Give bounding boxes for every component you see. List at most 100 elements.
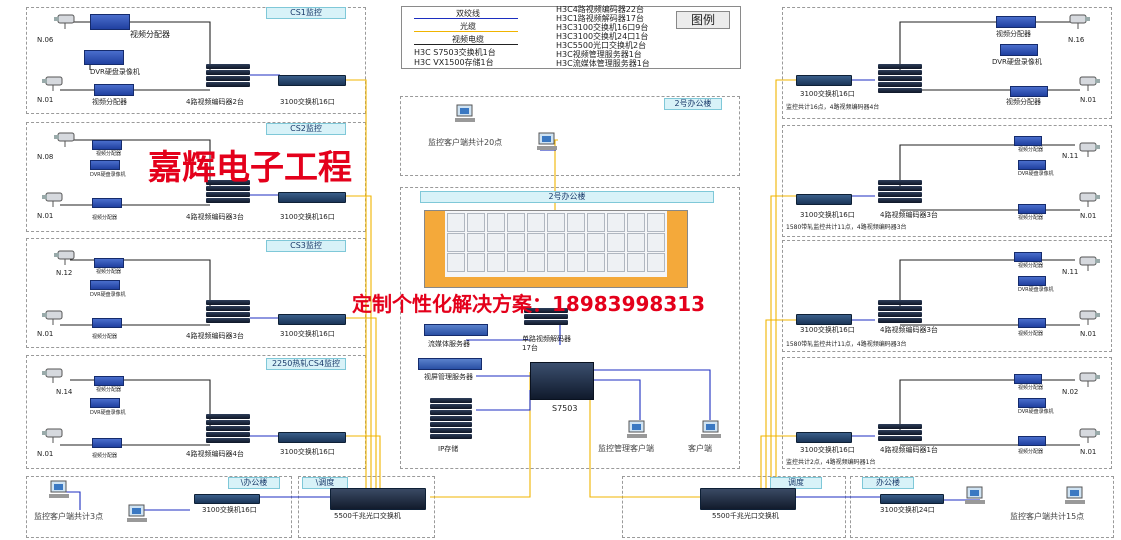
device-label: 3100交换机16口 — [280, 98, 335, 106]
zone-tag: \办公楼 — [228, 477, 280, 489]
zone-right-1 — [782, 7, 1112, 119]
device-label: 5500千兆光口交换机 — [712, 512, 779, 520]
device-label: 视频分配器 — [96, 387, 122, 393]
zone-right-3 — [782, 240, 1112, 352]
device-label: 3100交换机16口 — [800, 90, 855, 98]
device-label: 监控管理客户端 — [598, 444, 654, 453]
camera-number: N.01 — [37, 450, 54, 458]
device-label: 3100交换机16口 — [800, 326, 855, 334]
wall-screen — [467, 213, 485, 232]
device-label: 视频分配器 — [92, 453, 118, 459]
wall-bottom-strip — [445, 277, 667, 287]
legend-item: H3C3100交换机24口1台 — [556, 32, 649, 41]
device-label: 客户端 — [688, 444, 712, 453]
wall-screen — [587, 253, 605, 272]
camera-icon — [1079, 76, 1100, 91]
device-label: 视频分配器 — [130, 30, 170, 39]
camera-icon — [42, 368, 63, 383]
splitter-device — [1014, 136, 1042, 146]
device-label: 5500千兆光口交换机 — [334, 512, 401, 520]
device-label: 4路视频编码器3台 — [880, 211, 938, 219]
wall-screen — [607, 213, 625, 232]
zone-right-4 — [782, 357, 1112, 469]
computer-icon — [1065, 486, 1085, 504]
dvr-device — [1018, 160, 1046, 170]
wall-screen — [607, 253, 625, 272]
wall-screen — [527, 253, 545, 272]
camera-number: N.14 — [56, 388, 73, 396]
zone-tag: CS1监控 — [266, 7, 346, 19]
switch-device — [880, 494, 944, 504]
legend-item: H3C3100交换机16口9台 — [556, 23, 649, 32]
legend: 双绞线 光缆 视频电缆 H3C S7503交换机1台 H3C VX1500存储1… — [401, 5, 741, 69]
zone-cs4 — [26, 355, 366, 469]
clients-label: 监控客户端共计15点 — [1010, 512, 1085, 521]
splitter-device — [94, 84, 134, 96]
wall-screen — [527, 213, 545, 232]
encoder-stack — [206, 180, 250, 204]
zone-tag: CS3监控 — [266, 240, 346, 252]
device-label: 单路视频解码器17台 — [522, 335, 571, 352]
wall-screen — [547, 213, 565, 232]
device-label: 视频分配器 — [1018, 331, 1044, 337]
camera-icon — [54, 250, 75, 265]
legend-line-fiber — [414, 31, 518, 32]
switch-device — [796, 432, 852, 443]
computer-icon — [701, 420, 721, 438]
switch-device — [194, 494, 260, 504]
twisted-pair-line — [590, 369, 711, 420]
switch-device — [278, 75, 346, 86]
wall-screen — [547, 253, 565, 272]
fiber-line — [760, 435, 798, 495]
wall-screen — [527, 233, 545, 252]
zone-cs1 — [26, 7, 366, 114]
legend-item: H3C4路视频编码器22台 — [556, 5, 644, 14]
encoder-stack — [878, 300, 922, 324]
computer-icon — [455, 104, 475, 122]
camera-number: N.02 — [1062, 388, 1079, 396]
device-label: 视频分配器 — [92, 215, 118, 221]
wall-screen — [567, 213, 585, 232]
camera-number: N.01 — [37, 330, 54, 338]
camera-icon — [42, 310, 63, 325]
clients-label: 监控客户端共计3点 — [34, 512, 104, 521]
wall-screen — [507, 253, 525, 272]
device-label: DVR硬盘录像机 — [90, 68, 140, 76]
device-label: 视频分配器 — [96, 269, 122, 275]
device-label: IP存储 — [438, 445, 459, 453]
video-mgmt-server — [418, 358, 482, 370]
device-label: 3100交换机16口 — [280, 448, 335, 456]
camera-number: N.01 — [1080, 212, 1097, 220]
core-optical-switch — [700, 488, 796, 510]
device-label: 视频分配器 — [1006, 98, 1041, 106]
switch-device — [796, 75, 852, 86]
device-label: 4路视频编码器1台 — [880, 446, 938, 454]
device-label: 4路视频编码器3台 — [186, 213, 244, 221]
fiber-line — [343, 195, 372, 490]
computer-icon — [537, 132, 557, 150]
zone-tag: \调度 — [302, 477, 348, 489]
wall-screen — [447, 253, 465, 272]
device-label: 视频分配器 — [1018, 449, 1044, 455]
camera-icon — [1079, 372, 1100, 387]
camera-number: N.16 — [1068, 36, 1085, 44]
wall-left-panel — [425, 211, 445, 287]
device-label: 视频分配器 — [996, 30, 1031, 38]
encoder-stack — [878, 64, 922, 94]
dvr-device — [1018, 276, 1046, 286]
splitter-device — [92, 140, 122, 150]
camera-icon — [42, 428, 63, 443]
zone-tag: 办公楼 — [862, 477, 914, 489]
wall-screen — [447, 233, 465, 252]
splitter-device — [92, 438, 122, 448]
camera-number: N.08 — [37, 153, 54, 161]
camera-icon — [1069, 14, 1090, 29]
switch-device — [278, 432, 346, 443]
device-label: DVR硬盘录像机 — [992, 58, 1042, 66]
device-label: 视频分配器 — [1018, 147, 1044, 153]
splitter-device — [1018, 436, 1046, 446]
splitter-device — [92, 318, 122, 328]
legend-label-twisted: 双绞线 — [454, 9, 482, 18]
computer-icon — [965, 486, 985, 504]
device-label: 4路视频编码器4台 — [186, 450, 244, 458]
